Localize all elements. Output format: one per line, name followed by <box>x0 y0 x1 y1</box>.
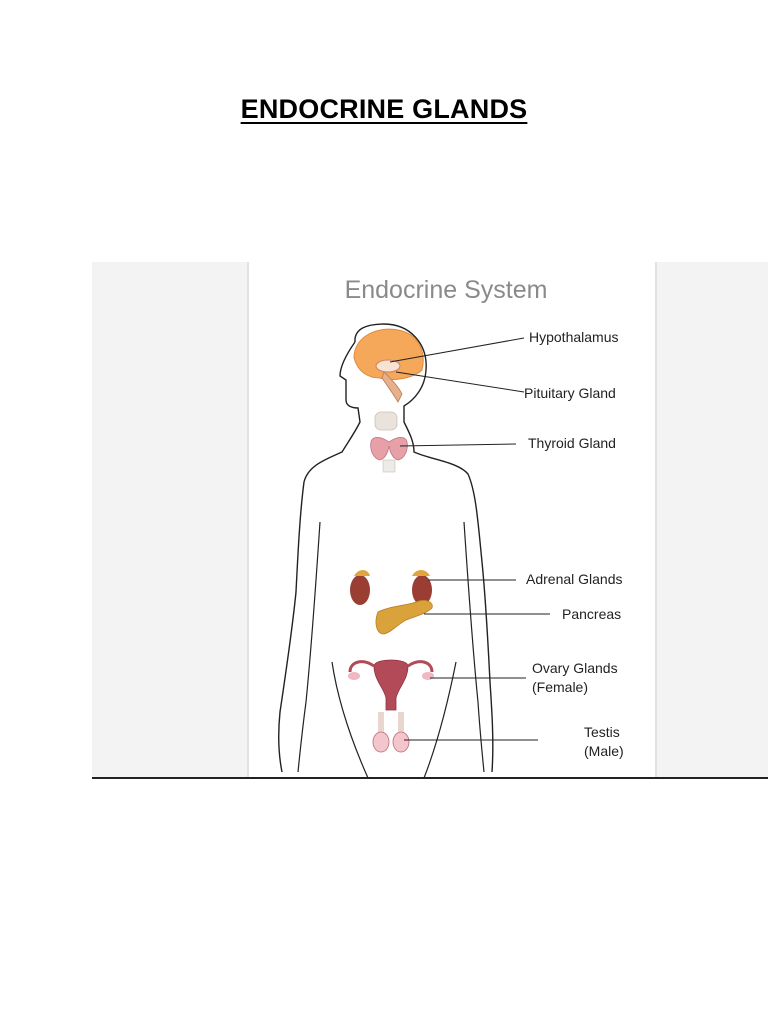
ovary-right <box>422 672 434 680</box>
leader-pituitary <box>395 371 525 393</box>
thyroid-shape <box>370 437 408 461</box>
label-ovary-female: (Female) <box>532 679 588 695</box>
leader-hypothalamus <box>389 337 525 363</box>
label-pancreas: Pancreas <box>562 606 621 622</box>
arm-left-inner <box>297 521 321 773</box>
endocrine-diagram: Endocrine System <box>92 262 768 778</box>
hypothalamus-shape <box>375 359 401 373</box>
diagram-title: Endocrine System <box>345 276 548 304</box>
kidney-left <box>350 575 370 605</box>
pancreas-shape <box>375 600 433 635</box>
arm-right-inner <box>463 521 485 773</box>
fallopian-tube-left <box>348 660 375 673</box>
diagram-panel <box>248 262 656 778</box>
larynx-shape <box>374 411 398 431</box>
label-adrenal-glands: Adrenal Glands <box>526 571 623 587</box>
endocrine-diagram-figure: Endocrine System <box>92 262 768 778</box>
legs-outline <box>331 661 457 778</box>
pituitary-shape <box>381 371 403 403</box>
label-testis-male: (Male) <box>584 743 624 759</box>
ovary-left <box>348 672 360 680</box>
figure-bottom-rule <box>92 777 768 779</box>
spermatic-cord-right <box>398 712 404 734</box>
label-testis: Testis <box>584 724 620 740</box>
spermatic-cord-left <box>378 712 384 734</box>
trachea-shape <box>382 459 396 473</box>
adrenal-right <box>412 570 430 576</box>
uterus-shape <box>373 659 409 711</box>
body-silhouette <box>277 323 494 773</box>
label-ovary-glands: Ovary Glands <box>532 660 618 676</box>
page-title: ENDOCRINE GLANDS <box>240 94 528 124</box>
kidney-right <box>412 575 432 605</box>
adrenal-left <box>354 570 370 576</box>
fallopian-tube-right <box>407 660 434 673</box>
label-thyroid-gland: Thyroid Gland <box>528 435 616 451</box>
label-hypothalamus: Hypothalamus <box>529 329 619 345</box>
label-pituitary-gland: Pituitary Gland <box>524 385 616 401</box>
testis-right <box>392 731 410 753</box>
leader-thyroid <box>399 443 517 447</box>
brain-shape <box>353 328 424 381</box>
testis-left <box>372 731 390 753</box>
